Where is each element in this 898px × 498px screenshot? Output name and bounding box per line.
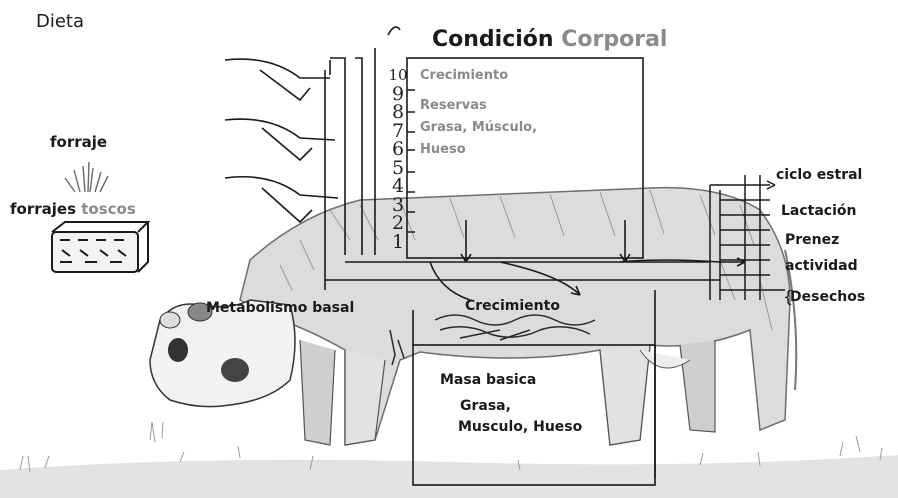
scale-value: 8 (385, 103, 411, 122)
output-pregnancy: Prenez (785, 232, 839, 248)
output-waste-brace: { (783, 287, 793, 306)
condition-title-word1: Condición (432, 27, 554, 52)
box-line-fat-muscle: Grasa, Músculo, (420, 120, 537, 135)
basic-mass-fat: Grasa, (460, 398, 511, 414)
basal-metabolism-label: Metabolismo basal (206, 300, 354, 316)
scale-value: 4 (385, 177, 411, 196)
basic-mass-label: Masa basica (440, 372, 536, 388)
scale-value: 6 (385, 140, 411, 159)
output-waste: Desechos (790, 289, 865, 305)
box-line-growth: Crecimiento (420, 68, 508, 83)
box-line-bone: Hueso (420, 142, 466, 157)
coarse-forage-label: forrajes toscos (10, 200, 136, 218)
ground-grass (0, 422, 898, 498)
growth-label: Crecimiento (465, 298, 560, 314)
coarse-forage-word1: forrajes (10, 200, 76, 218)
basic-mass-muscle-bone: Musculo, Hueso (458, 419, 582, 435)
output-activity: actividad (785, 258, 858, 274)
output-lactation: Lactación (781, 203, 857, 219)
scale-value: 10 (385, 66, 411, 85)
box-line-reserves: Reservas (420, 98, 487, 113)
condition-scale: 10 9 8 7 6 5 4 3 2 1 (385, 66, 411, 251)
forage-label: forraje (50, 133, 107, 151)
output-estrous-cycle: ciclo estral (776, 167, 862, 183)
forage-grass-icon (65, 162, 108, 192)
coarse-forage-word2: toscos (81, 200, 136, 218)
condition-title: Condición Corporal (432, 27, 667, 52)
hay-bale-icon (52, 222, 148, 272)
scale-value: 2 (385, 214, 411, 233)
diet-title: Dieta (36, 11, 84, 32)
scale-value: 1 (385, 233, 411, 252)
condition-title-word2: Corporal (561, 27, 667, 52)
